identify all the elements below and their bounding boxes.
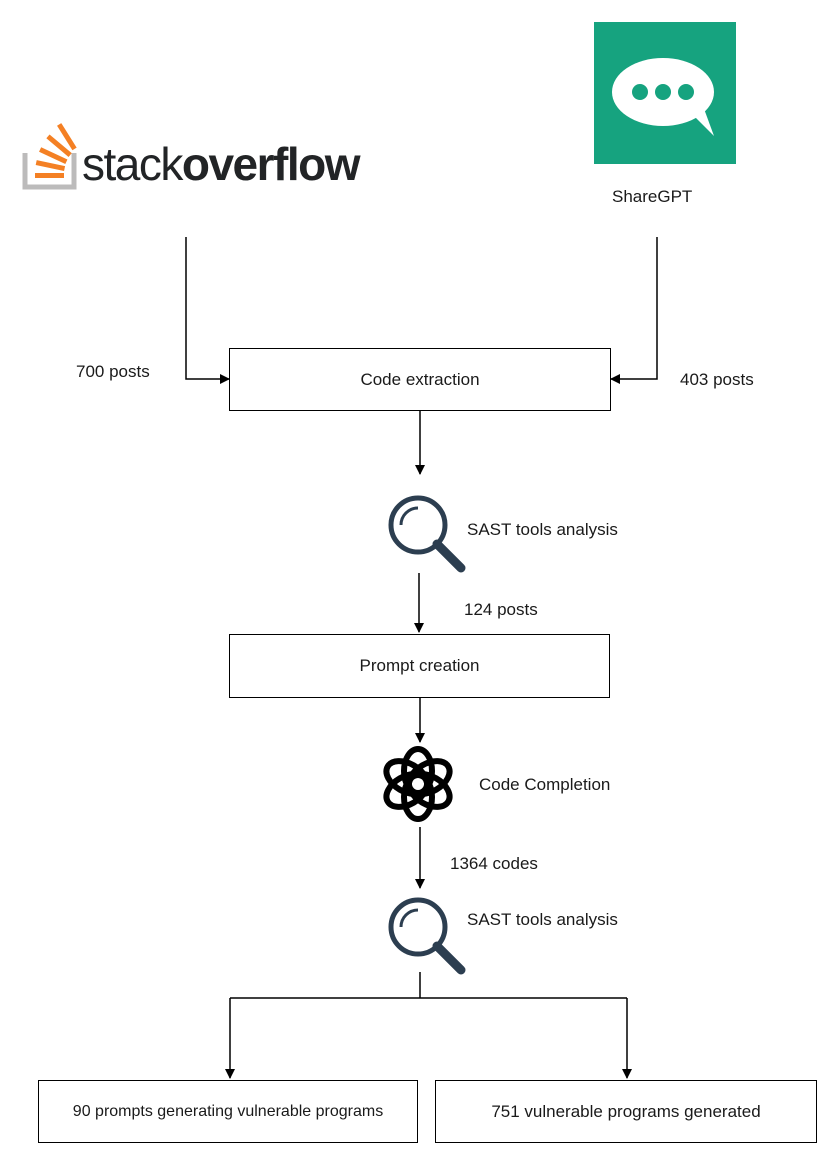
edge-label-sharegpt-posts: 403 posts — [680, 370, 754, 389]
prompt-creation-box: Prompt creation — [229, 634, 610, 698]
edge-label-so-posts: 700 posts — [76, 362, 150, 381]
output-right-box: 751 vulnerable programs generated — [435, 1080, 817, 1143]
magnifier-icon — [388, 897, 466, 975]
output-left-box: 90 prompts generating vulnerable program… — [38, 1080, 418, 1143]
edge-so-to-extraction — [185, 237, 230, 384]
output-left-label: 90 prompts generating vulnerable program… — [72, 1102, 384, 1120]
prompt-creation-label: Prompt creation — [359, 656, 480, 675]
magnifier-icon — [388, 495, 466, 573]
code-extraction-box: Code extraction — [229, 348, 611, 411]
sast-1-label: SAST tools analysis — [467, 520, 618, 539]
code-extraction-label: Code extraction — [360, 369, 480, 389]
edge-sast2-split — [230, 972, 627, 999]
edge-label-1364-codes: 1364 codes — [450, 854, 538, 873]
sharegpt-logo-icon — [594, 22, 736, 164]
stackoverflow-wordmark: stackoverflow — [82, 138, 361, 190]
sast-2-label: SAST tools analysis — [467, 910, 618, 929]
stackoverflow-logo-icon — [22, 123, 77, 190]
code-completion-label: Code Completion — [479, 775, 611, 794]
openai-logo-icon — [383, 746, 453, 822]
output-right-label: 751 vulnerable programs generated — [491, 1101, 761, 1121]
edge-label-124-posts: 124 posts — [464, 600, 538, 619]
edge-sharegpt-to-extraction — [610, 237, 658, 384]
sharegpt-label: ShareGPT — [612, 187, 693, 206]
